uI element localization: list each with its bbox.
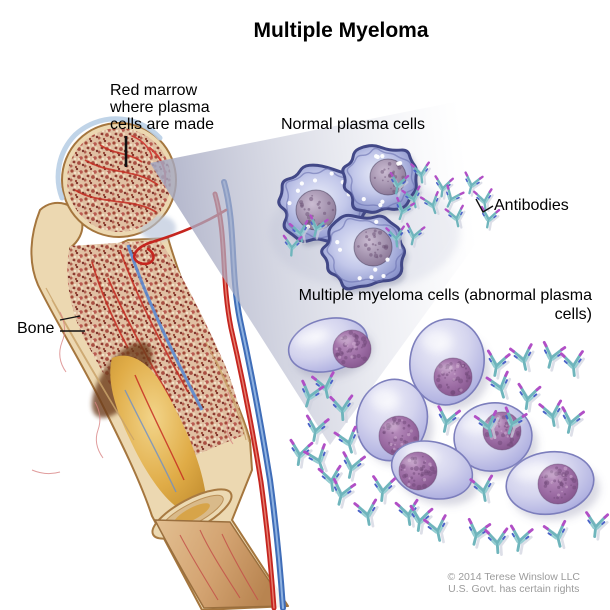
pointer-lines [59, 136, 494, 332]
antibody-icon [332, 477, 357, 509]
antibody-icon [353, 498, 379, 528]
antibody-icon [542, 340, 567, 372]
antibody-icon [509, 343, 535, 373]
antibody-icon [401, 185, 423, 210]
antibody-icon [509, 524, 534, 555]
label-antibodies: Antibodies [494, 197, 569, 214]
antibody-icon [561, 406, 585, 437]
label-normal-plasma-cells: Normal plasma cells [281, 116, 426, 133]
credit-line1: © 2014 Terese Winslow LLC [447, 571, 580, 583]
myeloma-cell [287, 317, 374, 379]
antibody-icon [372, 475, 397, 505]
yellow-marrow [110, 355, 206, 512]
antibody-icon [385, 225, 406, 250]
myeloma-cell [390, 440, 479, 506]
myeloma-cell [505, 450, 600, 521]
antibody-icon [406, 222, 426, 248]
antibody-icon [311, 371, 337, 401]
antibody-icon [585, 511, 610, 541]
bone-illustration [30, 116, 289, 610]
plasma-cell [320, 213, 409, 294]
antibody-icon [309, 214, 329, 240]
antibody-icon [301, 379, 325, 411]
antibody-icon [517, 382, 542, 413]
antibody-icon [305, 414, 330, 445]
antibody-icon [480, 205, 501, 231]
cartilage-rim [55, 116, 163, 201]
periosteal-vessels [31, 311, 234, 475]
copyright-credit: © 2014 Terese Winslow LLC U.S. Govt. has… [448, 571, 580, 595]
lower-shaft-vessels [179, 529, 259, 601]
marrow-vessels [74, 144, 189, 403]
myeloma-cells-group [287, 317, 600, 521]
antibody-icon [504, 406, 528, 438]
lower-shaft [153, 519, 288, 609]
label-myeloma-cells: Multiple myeloma cells (abnormal plasma … [298, 287, 592, 323]
antibody-icon [469, 474, 495, 504]
figure-title: Multiple Myeloma [253, 19, 429, 42]
antibody-icon [282, 234, 303, 259]
antibody-icon [485, 370, 512, 400]
antibody-icon [467, 517, 492, 549]
label-red-marrow: Red marrow where plasma cells are made [110, 82, 215, 133]
red-marrow-shaft [67, 240, 245, 470]
antibody-icon [288, 219, 310, 244]
antibody-icon [446, 184, 465, 211]
marrow-vein [126, 244, 204, 411]
antibody-icon [329, 394, 355, 424]
antibody-icon [542, 519, 569, 550]
normal-plasma-cells-group [277, 144, 421, 294]
antibody-icon [559, 350, 585, 379]
antibody-icon [303, 443, 329, 473]
antibody-icon [423, 514, 449, 544]
bone-pointer-upper [59, 315, 81, 321]
antibody-icon [333, 425, 360, 455]
antibody-icon [486, 349, 511, 380]
antibody-icon [419, 190, 441, 216]
antibody-icon [464, 171, 484, 197]
antibody-icon [437, 405, 461, 436]
antibody-icon [389, 171, 410, 197]
antibody-icon [396, 196, 416, 223]
antibody-icon [538, 399, 564, 429]
antibody-icon [410, 161, 431, 186]
antibodies-myeloma-group [289, 340, 610, 557]
red-marrow-texture [67, 128, 171, 232]
antibody-icon [473, 409, 500, 440]
antibodies-pointer [475, 198, 494, 213]
label-bone: Bone [17, 320, 55, 337]
antibody-icon [444, 204, 466, 229]
antibody-icon [484, 527, 510, 557]
antibody-icon [342, 451, 366, 482]
myeloma-cell [409, 318, 491, 410]
cortex-lines [45, 287, 250, 443]
yellow-marrow-vessels [124, 374, 185, 493]
credit-line2: U.S. Govt. has certain rights [448, 583, 580, 595]
